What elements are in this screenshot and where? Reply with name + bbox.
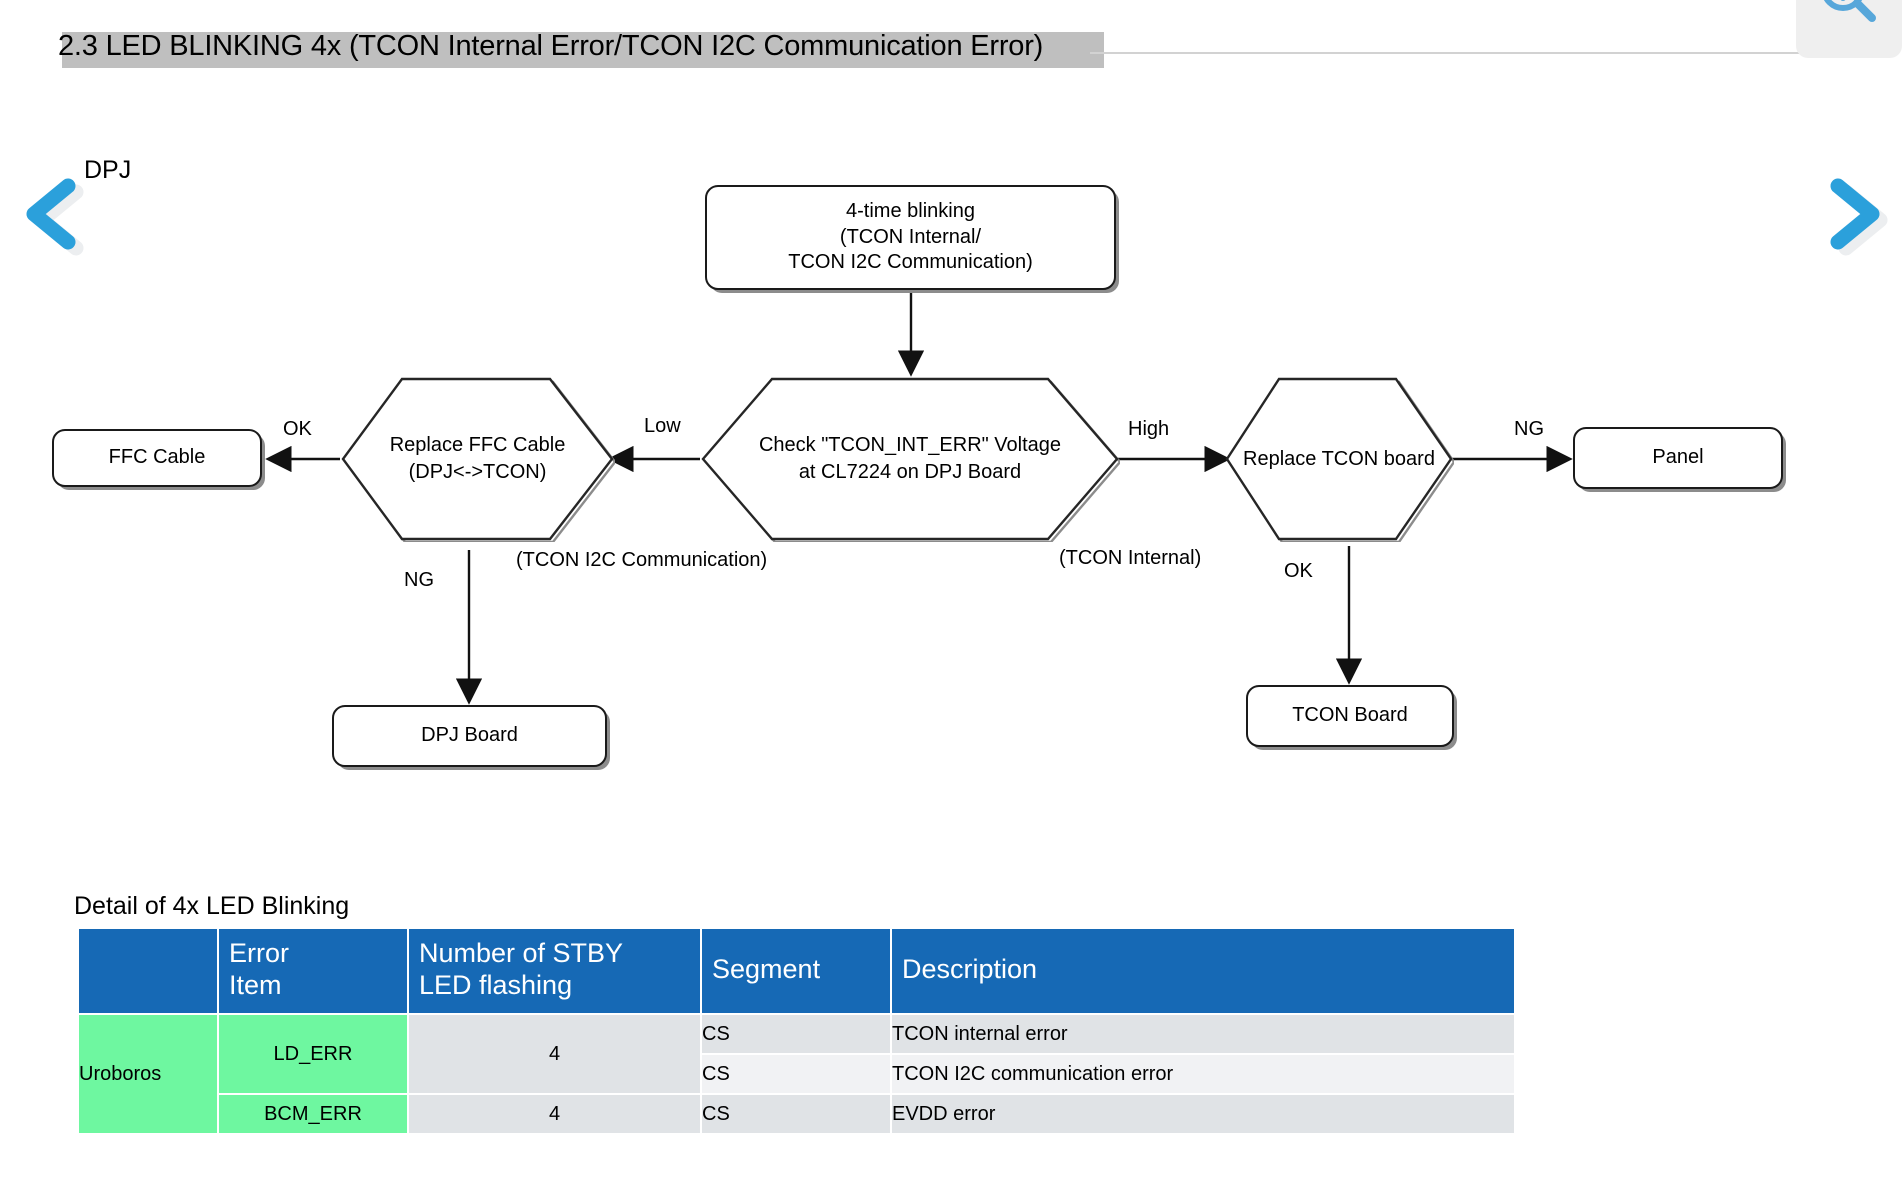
node-panel-label: Panel (1652, 446, 1704, 469)
table-row: CS TCON I2C communication error (79, 1055, 1514, 1093)
troubleshooting-flowchart: DPJ 4-time blinking (TCON Internal/ TCON… (52, 156, 1783, 767)
previous-page-chevron-icon[interactable] (8, 168, 86, 260)
edge-label-low: Low (644, 415, 681, 437)
node-panel[interactable]: Panel (1573, 427, 1783, 489)
node-start-line-1: 4-time blinking (846, 200, 975, 223)
column-header-number-of-stby-led-flashing: Number of STBY LED flashing (409, 929, 700, 1013)
node-dpj-board[interactable]: DPJ Board (332, 705, 607, 767)
edge-label-ok-left: OK (283, 418, 312, 440)
column-header-flashing-line-2: LED flashing (419, 970, 573, 1000)
node-check-tcon-int-err-voltage[interactable]: Check "TCON_INT_ERR" Voltage at CL7224 o… (700, 376, 1122, 544)
column-header-description: Description (892, 929, 1514, 1013)
next-page-chevron-icon[interactable] (1816, 168, 1894, 260)
table-row: Uroboros LD_ERR 4 CS TCON internal error (79, 1015, 1514, 1133)
column-header-error-item-line-1: Error (229, 938, 289, 969)
title-highlight-band (62, 32, 1104, 68)
cell-error-item: BCM_ERR (219, 1095, 407, 1133)
cell-group-name: Uroboros (79, 1015, 217, 1133)
table-header-row: Error Item Number of STBY LED flashing S… (79, 929, 1514, 1013)
node-start-line-3: TCON I2C Communication) (788, 251, 1033, 274)
edge-note-tcon-internal: (TCON Internal) (1059, 547, 1202, 569)
node-start-line-2: (TCON Internal/ (839, 225, 982, 248)
cell-segment: CS (702, 1015, 890, 1053)
node-replace-ffc-cable[interactable]: Replace FFC Cable (DPJ<->TCON) (340, 376, 617, 544)
node-ffc-cable-label: FFC Cable (108, 446, 206, 469)
edge-label-ng-right: NG (1514, 418, 1544, 440)
cell-segment: CS (702, 1055, 890, 1093)
table-caption: Detail of 4x LED Blinking (74, 892, 350, 920)
column-header-segment: Segment (702, 929, 890, 1013)
cell-flash-count: 4 (409, 1015, 700, 1093)
cell-error-item: LD_ERR (219, 1015, 407, 1093)
title-divider-rule (1090, 52, 1810, 54)
column-header-error-item-line-2: Item (229, 970, 282, 1000)
cell-description: TCON internal error (892, 1015, 1514, 1053)
node-start-4-time-blinking[interactable]: 4-time blinking (TCON Internal/ TCON I2C… (705, 185, 1116, 290)
node-tcon-board[interactable]: TCON Board (1246, 685, 1454, 747)
diagram-group-label: DPJ (84, 156, 132, 184)
edge-note-tcon-i2c-communication: (TCON I2C Communication) (516, 549, 768, 571)
node-tcon-board-label: TCON Board (1292, 704, 1408, 727)
cell-description: TCON I2C communication error (892, 1055, 1514, 1093)
detail-of-4x-led-blinking-table: Error Item Number of STBY LED flashing S… (77, 927, 1516, 1135)
page-title-band: 2.3 LED BLINKING 4x (TCON Internal Error… (58, 26, 1104, 68)
column-header-flashing-line-1: Number of STBY (419, 938, 624, 969)
node-dpj-board-label: DPJ Board (421, 724, 518, 747)
cell-flash-count: 4 (409, 1095, 700, 1133)
edge-label-ng-left: NG (404, 569, 434, 591)
flowchart-connectors (265, 292, 1573, 705)
cell-description: EVDD error (892, 1095, 1514, 1133)
node-ffc-cable[interactable]: FFC Cable (52, 429, 262, 487)
zoom-in-button[interactable] (1796, 0, 1902, 58)
zoom-in-magnifier-icon[interactable] (1814, 0, 1884, 35)
edge-label-high: High (1128, 418, 1170, 440)
column-header-error-item: Error Item (219, 929, 407, 1013)
column-header-group (79, 929, 217, 1013)
table-row: BCM_ERR 4 CS EVDD error (79, 1095, 1514, 1133)
page-title: 2.3 LED BLINKING 4x (TCON Internal Error… (58, 30, 1044, 62)
cell-segment: CS (702, 1095, 890, 1133)
node-replace-tcon-board[interactable]: Replace TCON board (1224, 376, 1456, 544)
edge-label-ok-right: OK (1284, 560, 1313, 582)
